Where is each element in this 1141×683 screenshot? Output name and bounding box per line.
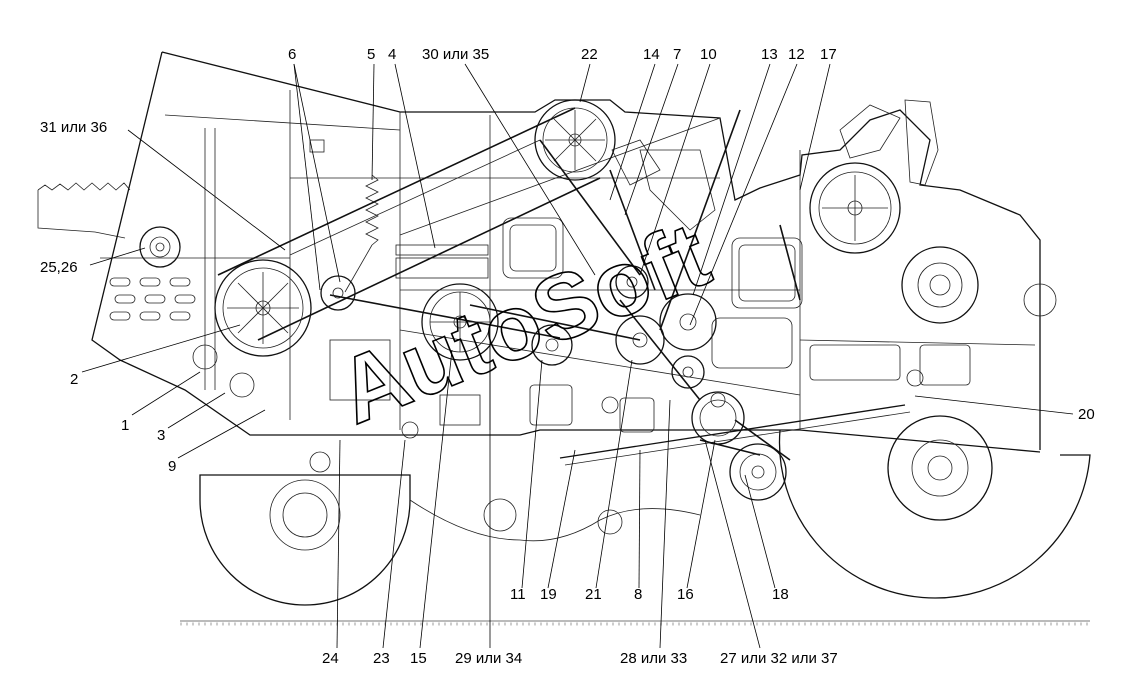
label-17: 17: [820, 46, 837, 63]
label-2: 2: [70, 371, 78, 388]
label-20: 20: [1078, 406, 1095, 423]
wheels: [199, 415, 1091, 606]
label-15: 15: [410, 650, 427, 667]
label-14: 14: [643, 46, 660, 63]
pickup-teeth: [37, 182, 131, 239]
label-24: 24: [322, 650, 339, 667]
label-21: 21: [585, 586, 602, 603]
label-28-33: 28 или 33: [620, 650, 687, 667]
label-11: 11: [510, 586, 526, 603]
label-12: 12: [788, 46, 805, 63]
leader-lines: [81, 63, 1074, 649]
label-29-34: 29 или 34: [455, 650, 522, 667]
label-4: 4: [388, 46, 396, 63]
part-labels: 6 5 4 30 или 35 22 14 7 10 13 12 17 31 и…: [40, 46, 1095, 667]
label-25-26: 25,26: [40, 259, 78, 276]
label-3: 3: [157, 427, 165, 444]
label-31-36: 31 или 36: [40, 119, 107, 136]
label-1: 1: [121, 417, 129, 434]
label-7: 7: [673, 46, 681, 63]
label-10: 10: [700, 46, 717, 63]
label-8: 8: [634, 586, 642, 603]
label-23: 23: [373, 650, 390, 667]
label-30-35: 30 или 35: [422, 46, 489, 63]
ground-line: [180, 620, 1090, 626]
label-6: 6: [288, 46, 296, 63]
spring: [344, 174, 379, 293]
label-19: 19: [540, 586, 557, 603]
pulleys: [139, 99, 1057, 501]
label-22: 22: [581, 46, 598, 63]
machine-frame: [91, 51, 1041, 466]
label-9: 9: [168, 458, 176, 475]
label-18: 18: [772, 586, 789, 603]
label-13: 13: [761, 46, 778, 63]
label-16: 16: [677, 586, 694, 603]
label-27-32-37: 27 или 32 или 37: [720, 650, 838, 667]
label-5: 5: [367, 46, 375, 63]
